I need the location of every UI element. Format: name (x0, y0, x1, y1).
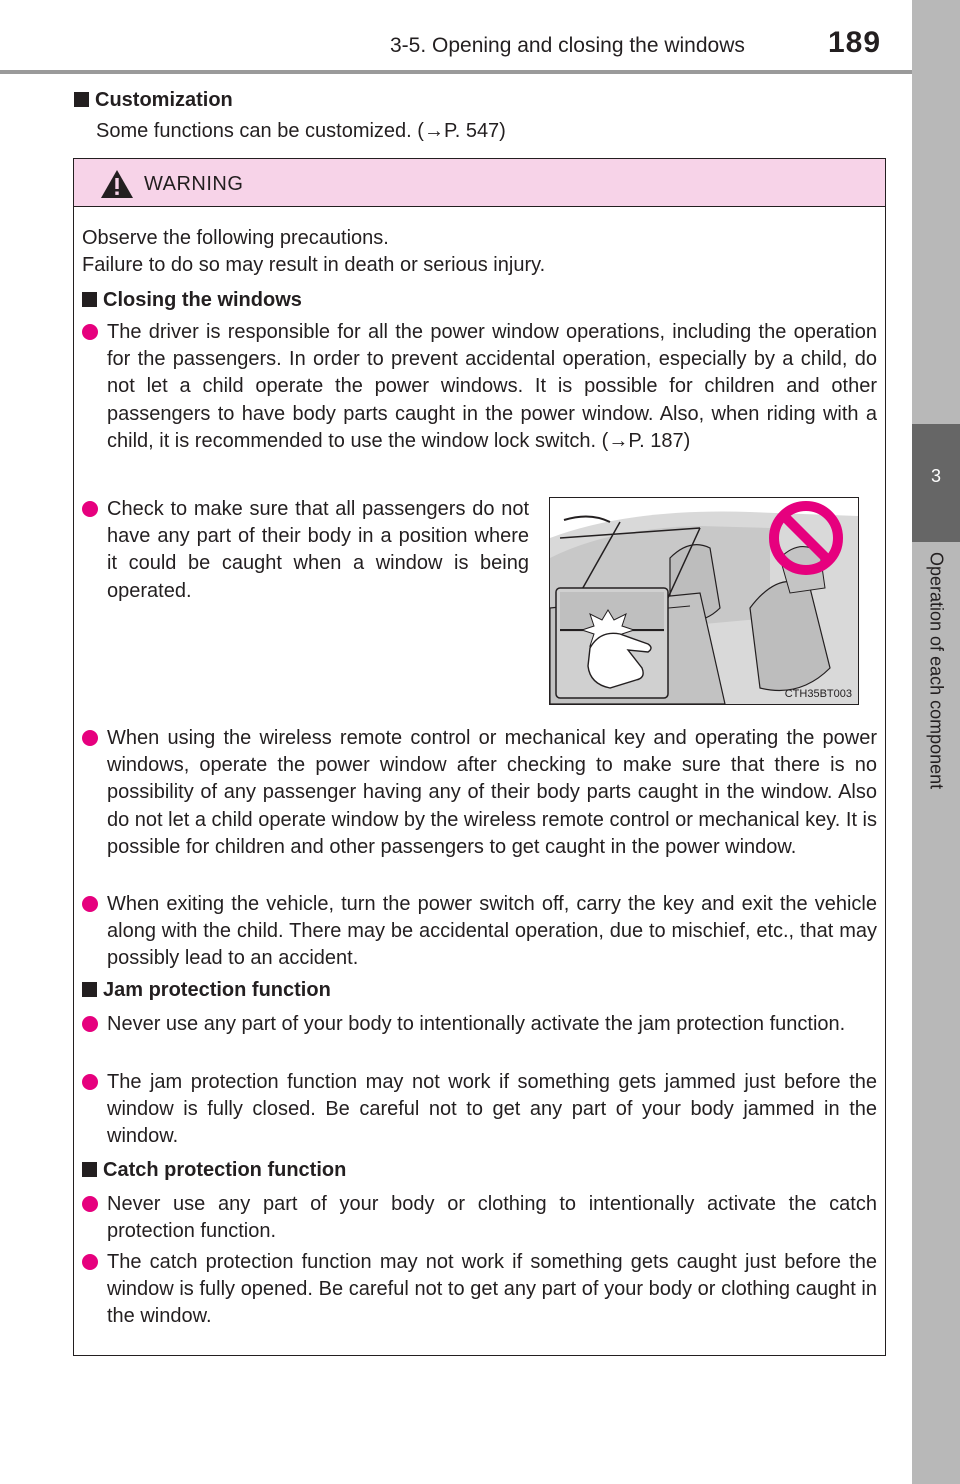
list-item: The jam protection function may not work… (82, 1069, 877, 1151)
customization-text: Some functions can be customized. (→P. 5… (96, 120, 506, 142)
jam-protection-heading: Jam protection function (82, 979, 331, 1002)
list-item: Check to make sure that all passengers d… (82, 496, 529, 605)
warning-title: WARNING (144, 173, 244, 195)
square-bullet-icon (82, 982, 97, 997)
chapter-label: Operation of each component (926, 552, 947, 790)
list-item: Never use any part of your body to inten… (82, 1011, 877, 1038)
bullet-dot-icon (82, 1016, 98, 1032)
bullet-dot-icon (82, 1196, 98, 1212)
list-item: The driver is responsible for all the po… (82, 319, 877, 455)
list-item: When using the wireless remote control o… (82, 725, 877, 861)
bullet-dot-icon (82, 501, 98, 517)
car-window-illustration: CTH35BT003 (549, 497, 859, 705)
list-item: When exiting the vehicle, turn the power… (82, 891, 877, 973)
bullet-dot-icon (82, 1254, 98, 1270)
bullet-dot-icon (82, 324, 98, 340)
window-hazard-image (549, 498, 858, 705)
list-item: The catch protection function may not wo… (82, 1249, 877, 1331)
bullet-dot-icon (82, 1074, 98, 1090)
warning-intro: Observe the following precautions. Failu… (82, 227, 546, 277)
customization-heading: Customization (74, 89, 233, 112)
header-divider (0, 70, 912, 74)
square-bullet-icon (74, 92, 89, 107)
list-item: Never use any part of your body or cloth… (82, 1191, 877, 1245)
chapter-number: 3 (930, 466, 941, 486)
bullet-dot-icon (82, 730, 98, 746)
warning-header: WARNING (74, 159, 885, 207)
catch-protection-heading: Catch protection function (82, 1159, 346, 1182)
page-number: 189 (828, 26, 882, 59)
section-title: 3-5. Opening and closing the windows (390, 34, 745, 57)
square-bullet-icon (82, 1162, 97, 1177)
square-bullet-icon (82, 292, 97, 307)
chapter-side-tab (912, 0, 960, 1484)
closing-windows-heading: Closing the windows (82, 289, 302, 312)
warning-box: WARNING Observe the following precaution… (73, 158, 886, 1356)
illustration-code: CTH35BT003 (784, 688, 852, 700)
bullet-dot-icon (82, 896, 98, 912)
warning-triangle-icon (101, 170, 133, 198)
